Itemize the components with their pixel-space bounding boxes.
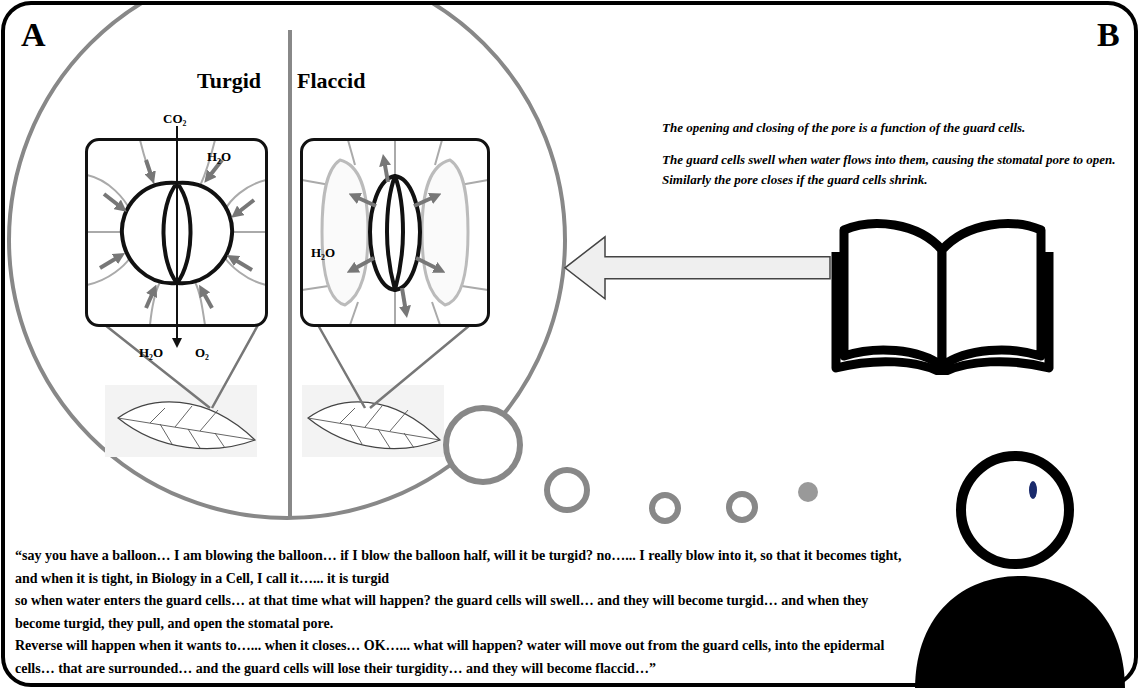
- leaf-turgid: [118, 406, 255, 448]
- thought-trail: [798, 482, 818, 502]
- thought-trail: [446, 408, 818, 521]
- person-figure: [1029, 481, 1037, 499]
- node-text: Flaccid: [297, 68, 365, 94]
- panel-letter: A: [21, 16, 46, 54]
- turgid-stoma: [87, 231, 122, 233]
- turgid-stoma: [225, 258, 266, 285]
- quote-text: “say you have a balloon… I am blowing th…: [15, 545, 915, 590]
- node-text: H₂O: [311, 245, 335, 261]
- outer-frame: [3, 3, 1136, 685]
- leaf-turgid: [118, 402, 255, 449]
- thought-trail: [547, 470, 587, 510]
- leaf-flaccid: [308, 406, 440, 448]
- book-node: The opening and closing of the pore is a…: [830, 210, 1055, 375]
- panel-letter: B: [1097, 16, 1120, 54]
- node-text: The guard cells swell when water flows i…: [662, 150, 1138, 190]
- node-text: O₂: [195, 345, 209, 361]
- book-icon: [942, 224, 1041, 366]
- turgid-stoma: [232, 231, 266, 233]
- node-text: H₂O: [139, 345, 163, 361]
- turgid-stoma: [100, 256, 120, 268]
- thought-trail: [446, 408, 520, 482]
- node-text: The opening and closing of the pore is a…: [662, 118, 1138, 138]
- flaccid-stoma: [422, 160, 468, 305]
- turgid-stoma: [176, 126, 178, 346]
- flaccid-stoma: [384, 160, 388, 182]
- flaccid-stoma: [322, 160, 368, 305]
- node-text: Turgid: [197, 68, 261, 94]
- person-figure: [915, 576, 1125, 688]
- flaccid-stoma: [416, 258, 440, 270]
- leaf-flaccid: [302, 385, 444, 457]
- flaccid-stoma: [394, 290, 396, 325]
- node-text: CO₂: [163, 111, 186, 127]
- node-text: H₂O: [207, 149, 231, 165]
- flaccid-stoma: [354, 196, 376, 206]
- flaccid-stoma: [350, 302, 358, 325]
- turgid-stoma: [104, 194, 122, 208]
- turgid-stoma: [236, 200, 254, 214]
- turgid-stoma: [146, 160, 152, 178]
- turgid-stoma: [87, 126, 266, 346]
- thought-trail: [652, 495, 678, 521]
- leaf-turgid: [105, 385, 257, 457]
- flaccid-stoma: [435, 140, 442, 165]
- flaccid-stoma: [370, 176, 395, 290]
- stoma-inset: H₂O: [300, 138, 490, 327]
- quote-block: “say you have a balloon… I am blowing th…: [15, 545, 915, 680]
- flaccid-stoma: [402, 288, 406, 312]
- thought-bubble: [9, 4, 565, 518]
- flaccid-stoma: [302, 140, 488, 325]
- turgid-stoma: [140, 140, 155, 186]
- thought-circle: [9, 4, 565, 518]
- flaccid-stoma: [302, 140, 488, 325]
- flaccid-stoma: [348, 140, 355, 165]
- person-figure: [961, 456, 1069, 564]
- person-figure: [915, 456, 1125, 688]
- divider-line: [288, 30, 292, 516]
- leaf-turgid: [105, 325, 258, 457]
- thought-trail: [729, 494, 755, 520]
- turgid-stoma: [177, 183, 232, 283]
- turgid-stoma: [146, 290, 154, 308]
- block-arrow: [565, 237, 830, 299]
- flaccid-stoma: [352, 258, 374, 270]
- flaccid-stoma: [395, 176, 420, 290]
- flaccid-stoma: [394, 140, 396, 176]
- turgid-stoma: [195, 282, 205, 325]
- turgid-stoma: [122, 183, 177, 283]
- quote-text: Reverse will happen when it wants to…...…: [15, 635, 915, 680]
- turgid-stoma: [202, 290, 212, 308]
- stoma-inset: CO₂H₂OH₂OO₂: [85, 138, 268, 327]
- book-icon: [844, 224, 942, 366]
- thought-circle-node: TurgidFlaccidCO₂H₂OH₂OO₂H₂O: [9, 0, 565, 518]
- turgid-stoma: [232, 258, 252, 270]
- flaccid-stoma: [432, 302, 440, 325]
- leaf-turgid: [105, 325, 258, 408]
- turgid-stoma: [150, 282, 160, 325]
- flaccid-stoma: [352, 160, 440, 312]
- leaf-flaccid: [318, 325, 470, 408]
- book-icon: [830, 210, 1055, 375]
- quote-text: so when water enters the guard cells… at…: [15, 590, 915, 635]
- turgid-stoma: [87, 175, 130, 210]
- leaf-flaccid: [308, 402, 440, 449]
- flaccid-stoma: [414, 196, 436, 206]
